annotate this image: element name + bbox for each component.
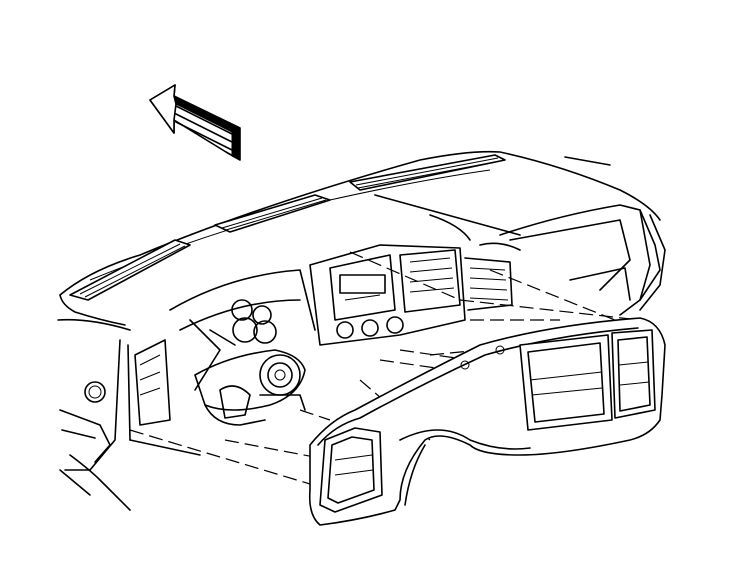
- defroster-vent-left: [69, 239, 191, 301]
- center-stack-cavity: [309, 244, 513, 346]
- defroster-vent-center: [214, 194, 331, 233]
- lower-dash-panel: [59, 439, 201, 511]
- steering-column: [194, 349, 306, 426]
- forward-arrow-icon: [149, 84, 241, 161]
- passenger-side-dash: [479, 204, 666, 316]
- driver-side-dash: [59, 339, 171, 471]
- instrument-cluster-area: [169, 269, 316, 391]
- instrument-panel-bezel: [308, 317, 666, 526]
- dashboard-top-pad: [57, 150, 661, 331]
- defroster-vent-right: [349, 154, 506, 191]
